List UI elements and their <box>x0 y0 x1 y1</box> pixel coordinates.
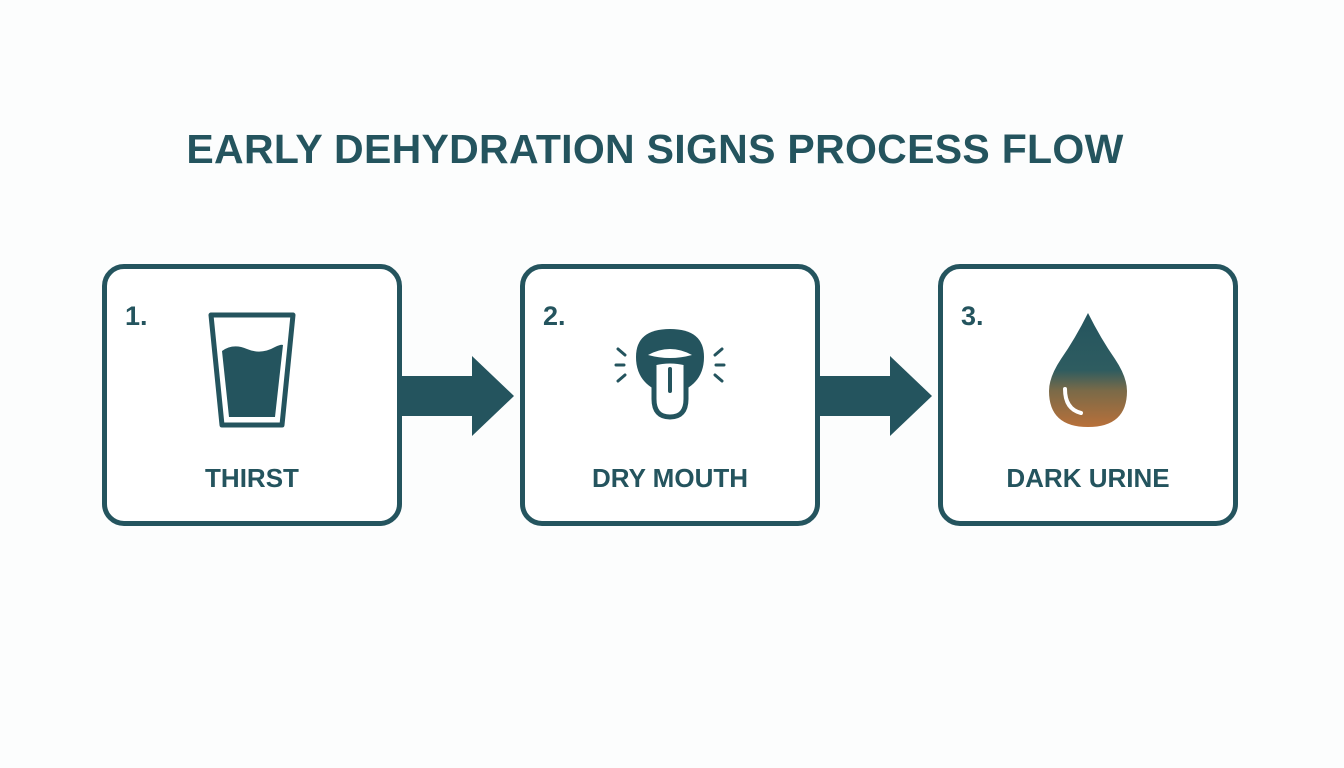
step-card-dry-mouth: 2. DRY MOUTH <box>520 264 820 526</box>
step-label: DRY MOUTH <box>592 463 748 493</box>
step-card-thirst: 1. THIRST <box>102 264 402 526</box>
diagram-title: EARLY DEHYDRATION SIGNS PROCESS FLOW <box>186 126 1124 172</box>
arrow-right-icon <box>402 356 514 441</box>
arrow-right-icon <box>820 356 932 441</box>
dry-mouth-tongue-icon <box>525 309 815 429</box>
step-number: 1. <box>125 301 148 331</box>
step-card-dark-urine: 3. DARK URINE <box>938 264 1238 526</box>
dark-droplet-icon <box>943 309 1233 429</box>
step-number: 2. <box>543 301 566 331</box>
step-label: THIRST <box>205 463 299 493</box>
step-number: 3. <box>961 301 984 331</box>
step-label: DARK URINE <box>1006 463 1170 493</box>
water-glass-icon <box>107 309 397 429</box>
